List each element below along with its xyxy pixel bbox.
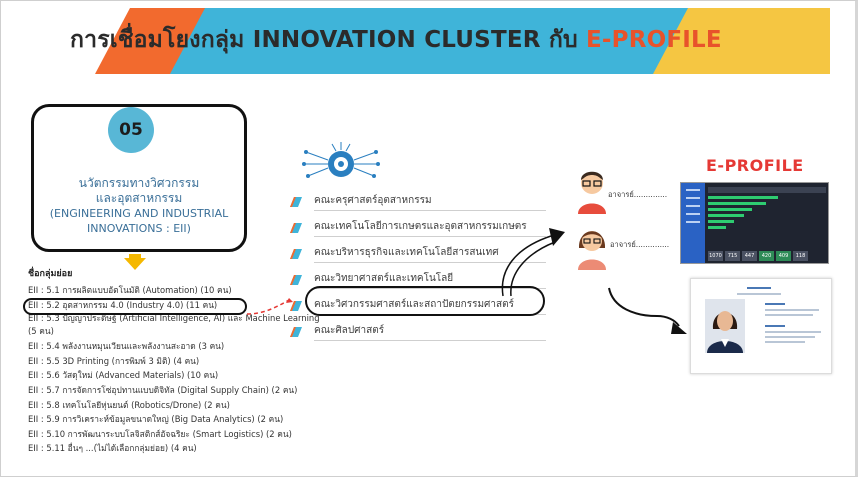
faculty-label: คณะเทคโนโลยีการเกษตรและอุตสาหกรรมเกษตร xyxy=(314,219,546,237)
subgroup-highlight-oval xyxy=(23,298,247,315)
male-lecturer-icon xyxy=(578,171,606,214)
faculty-bullet-icon xyxy=(290,327,302,337)
cluster-name-th-2: และอุตสาหกรรม xyxy=(95,191,183,205)
female-lecturer-icon xyxy=(578,231,606,270)
subgroup-item: EII : 5.5 3D Printing (การพิมพ์ 3 มิติ) … xyxy=(28,355,200,366)
cluster-name: นวัตกรรมทางวิศวกรรม และอุตสาหกรรม (ENGIN… xyxy=(36,176,242,236)
subgroup-item: EII : 5.6 วัสดุใหม่ (Advanced Materials)… xyxy=(28,370,219,381)
cluster-card xyxy=(31,104,247,252)
stat-tile: 118 xyxy=(793,251,808,261)
faculty-label: คณะศิลปศาสตร์ xyxy=(314,323,546,341)
faculty-item: คณะครุศาสตร์อุตสาหกรรม xyxy=(290,189,550,215)
subgroup-title: ชื่อกลุ่มย่อย xyxy=(28,269,73,279)
male-lecturer-label: อาจารย์.............. xyxy=(608,190,668,199)
stat-tile: 1070 xyxy=(708,251,723,261)
faculty-list: คณะครุศาสตร์อุตสาหกรรม คณะเทคโนโลยีการเก… xyxy=(290,189,550,345)
faculty-bullet-icon xyxy=(290,275,302,285)
subgroup-list: ชื่อกลุ่มย่อย EII : 5.1 การผลิตแบบอัตโนม… xyxy=(28,266,328,456)
female-lecturer-label: อาจารย์.............. xyxy=(610,240,670,249)
page-title-accent: E-PROFILE xyxy=(586,27,722,53)
faculty-bullet-icon xyxy=(290,249,302,259)
profile-photo xyxy=(705,299,745,353)
stat-tile: 447 xyxy=(742,251,757,261)
dashed-connector xyxy=(246,298,293,315)
eprofile-dashboard-screenshot: 1070 715 447 420 409 118 xyxy=(680,182,829,264)
faculty-bullet-icon xyxy=(290,223,302,233)
cluster-name-en-1: (ENGINEERING AND INDUSTRIAL xyxy=(49,207,229,220)
swoosh-arrow xyxy=(501,228,565,297)
banner-shapes xyxy=(95,8,830,74)
page-title: การเชื่อมโยงกลุ่ม INNOVATION CLUSTER กับ… xyxy=(70,22,850,58)
subgroup-item: EII : 5.9 การวิเคราะห์ข้อมูลขนาดใหญ่ (Bi… xyxy=(28,414,284,425)
curved-arrow-to-profile xyxy=(608,287,687,334)
cluster-name-th-1: นวัตกรรมทางวิศวกรรม xyxy=(78,176,200,190)
faculty-bullet-icon xyxy=(290,301,302,311)
banner-blue-shape xyxy=(170,8,700,74)
faculty-label: คณะครุศาสตร์อุตสาหกรรม xyxy=(314,193,546,211)
dashboard-main: 1070 715 447 420 409 118 xyxy=(708,187,826,261)
subgroup-item: EII : 5.7 การจัดการโซ่อุปทานแบบดิจิทัล (… xyxy=(28,384,298,395)
faculty-item: คณะบริหารธุรกิจและเทคโนโลยีสารสนเทศ xyxy=(290,241,550,267)
cluster-name-en-2: INNOVATIONS : EII) xyxy=(87,222,191,235)
cluster-number-badge: 05 xyxy=(108,107,154,153)
title-banner: การเชื่อมโยงกลุ่ม INNOVATION CLUSTER กับ… xyxy=(0,0,858,80)
subgroup-item: EII : 5.8 เทคโนโลยีหุ่นยนต์ (Robotics/Dr… xyxy=(28,399,230,410)
faculty-item: คณะเทคโนโลยีการเกษตรและอุตสาหกรรมเกษตร xyxy=(290,215,550,241)
subgroup-item: EII : 5.4 พลังงานหมุนเวียนและพลังงานสะอา… xyxy=(28,341,225,352)
innovation-gear-icon xyxy=(302,142,380,178)
subgroup-item: EII : 5.10 การพัฒนาระบบโลจิสติกส์อัจฉริย… xyxy=(28,428,292,439)
faculty-label: คณะบริหารธุรกิจและเทคโนโลยีสารสนเทศ xyxy=(314,245,546,263)
profile-person-image xyxy=(707,311,743,353)
down-arrow-icon xyxy=(124,254,146,270)
page-title-main: การเชื่อมโยงกลุ่ม INNOVATION CLUSTER กับ xyxy=(70,27,578,53)
dashboard-sidebar xyxy=(681,183,705,263)
faculty-bullet-icon xyxy=(290,197,302,207)
faculty-item: คณะวิทยาศาสตร์และเทคโนโลยี xyxy=(290,267,550,293)
subgroup-item: EII : 5.2 อุตสาหกรรม 4.0 (Industry 4.0) … xyxy=(28,299,218,310)
stat-tile: 420 xyxy=(759,251,774,261)
faculty-label: คณะวิทยาศาสตร์และเทคโนโลยี xyxy=(314,271,546,289)
stat-tile: 715 xyxy=(725,251,740,261)
eprofile-title: E-PROFILE xyxy=(706,156,804,175)
faculty-highlight-oval xyxy=(305,286,545,316)
faculty-item: คณะศิลปศาสตร์ xyxy=(290,319,550,345)
subgroup-item: EII : 5.3 ปัญญาประดิษฐ์ (Artificial Inte… xyxy=(28,313,320,337)
banner-yellow-shape xyxy=(653,8,830,74)
subgroup-item: EII : 5.1 การผลิตแบบอัตโนมัติ (Automatio… xyxy=(28,285,232,295)
stat-tile: 409 xyxy=(776,251,791,261)
eprofile-profile-screenshot xyxy=(690,278,832,374)
subgroup-item: EII : 5.11 อื่นๆ ...(ไม่ได้เลือกกลุ่มย่อ… xyxy=(28,443,197,454)
dashboard-stat-tiles: 1070 715 447 420 409 118 xyxy=(708,251,808,261)
